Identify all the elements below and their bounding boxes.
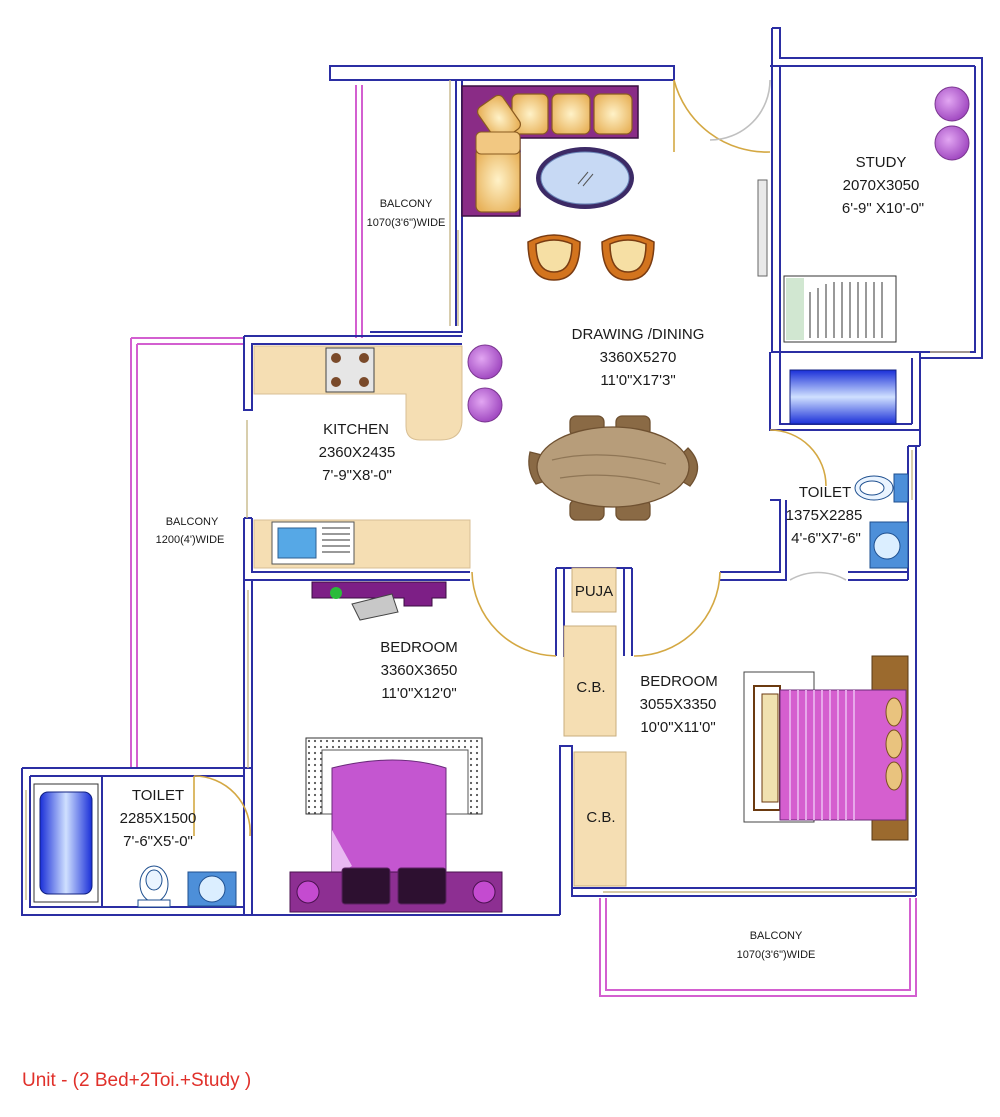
cb-upper-label: C.B. bbox=[576, 679, 605, 696]
bed-right bbox=[743, 655, 909, 841]
drawing-dining-size-ft: 11'0"X17'3" bbox=[600, 372, 675, 389]
balcony-top-width: 1070(3'6")WIDE bbox=[367, 217, 446, 229]
drawing-dining-size-mm: 3360X5270 bbox=[600, 349, 677, 366]
bedroom-right-size-ft: 10'0"X11'0" bbox=[640, 719, 715, 736]
stove bbox=[325, 347, 375, 393]
kitchen-size-mm: 2360X2435 bbox=[319, 444, 396, 461]
cupboards bbox=[563, 567, 627, 887]
toilet-left-name: TOILET bbox=[132, 787, 184, 804]
study-stools bbox=[934, 86, 970, 161]
bedroom-left-size-ft: 11'0"X12'0" bbox=[381, 685, 456, 702]
balcony-left-width: 1200(4')WIDE bbox=[156, 534, 225, 546]
coffee-table bbox=[536, 147, 634, 209]
balcony-bottom-width: 1070(3'6")WIDE bbox=[737, 949, 816, 961]
balcony-top-name: BALCONY bbox=[380, 198, 433, 210]
bedroom-right-name: BEDROOM bbox=[640, 673, 718, 690]
cb-lower-label: C.B. bbox=[586, 809, 615, 826]
kitchen-size-ft: 7'-9"X8'-0" bbox=[322, 467, 392, 484]
toilet-right-size-mm: 1375X2285 bbox=[786, 507, 863, 524]
toilet-right-fixtures bbox=[854, 473, 909, 569]
toilet-right-name: TOILET bbox=[799, 484, 851, 501]
balcony-rails bbox=[130, 85, 917, 997]
study-desk bbox=[783, 275, 897, 343]
study-bathtub bbox=[789, 369, 897, 425]
toilet-left-size-mm: 2285X1500 bbox=[120, 810, 197, 827]
study-size-mm: 2070X3050 bbox=[843, 177, 920, 194]
door-swings bbox=[193, 79, 847, 837]
puja-label: PUJA bbox=[575, 583, 613, 600]
wardrobe-desk bbox=[311, 581, 447, 621]
drawing-dining-name: DRAWING /DINING bbox=[572, 326, 705, 343]
bed-left bbox=[289, 737, 503, 913]
sink bbox=[271, 521, 355, 565]
kitchen-stools bbox=[467, 344, 503, 423]
toilet-left-fixtures bbox=[33, 783, 237, 908]
study-name: STUDY bbox=[856, 154, 907, 171]
unit-caption: Unit - (2 Bed+2Toi.+Study ) bbox=[22, 1070, 252, 1091]
dining-set bbox=[528, 415, 699, 521]
room-labels: STUDY 2070X3050 6'-9" X10'-0" DRAWING /D… bbox=[120, 154, 925, 961]
kitchen-name: KITCHEN bbox=[323, 421, 389, 438]
balcony-left-name: BALCONY bbox=[166, 516, 219, 528]
sofa-set bbox=[461, 85, 639, 217]
balcony-bottom-name: BALCONY bbox=[750, 930, 803, 942]
wall-tv bbox=[757, 179, 768, 277]
bedroom-left-name: BEDROOM bbox=[380, 639, 458, 656]
bedroom-right-size-mm: 3055X3350 bbox=[640, 696, 717, 713]
bedroom-left-size-mm: 3360X3650 bbox=[381, 662, 458, 679]
toilet-right-size-ft: 4'-6"X7'-6" bbox=[791, 530, 861, 547]
windows bbox=[25, 80, 970, 900]
study-size-ft: 6'-9" X10'-0" bbox=[842, 200, 924, 217]
armchairs bbox=[527, 234, 655, 281]
toilet-left-size-ft: 7'-6"X5'-0" bbox=[123, 833, 193, 850]
